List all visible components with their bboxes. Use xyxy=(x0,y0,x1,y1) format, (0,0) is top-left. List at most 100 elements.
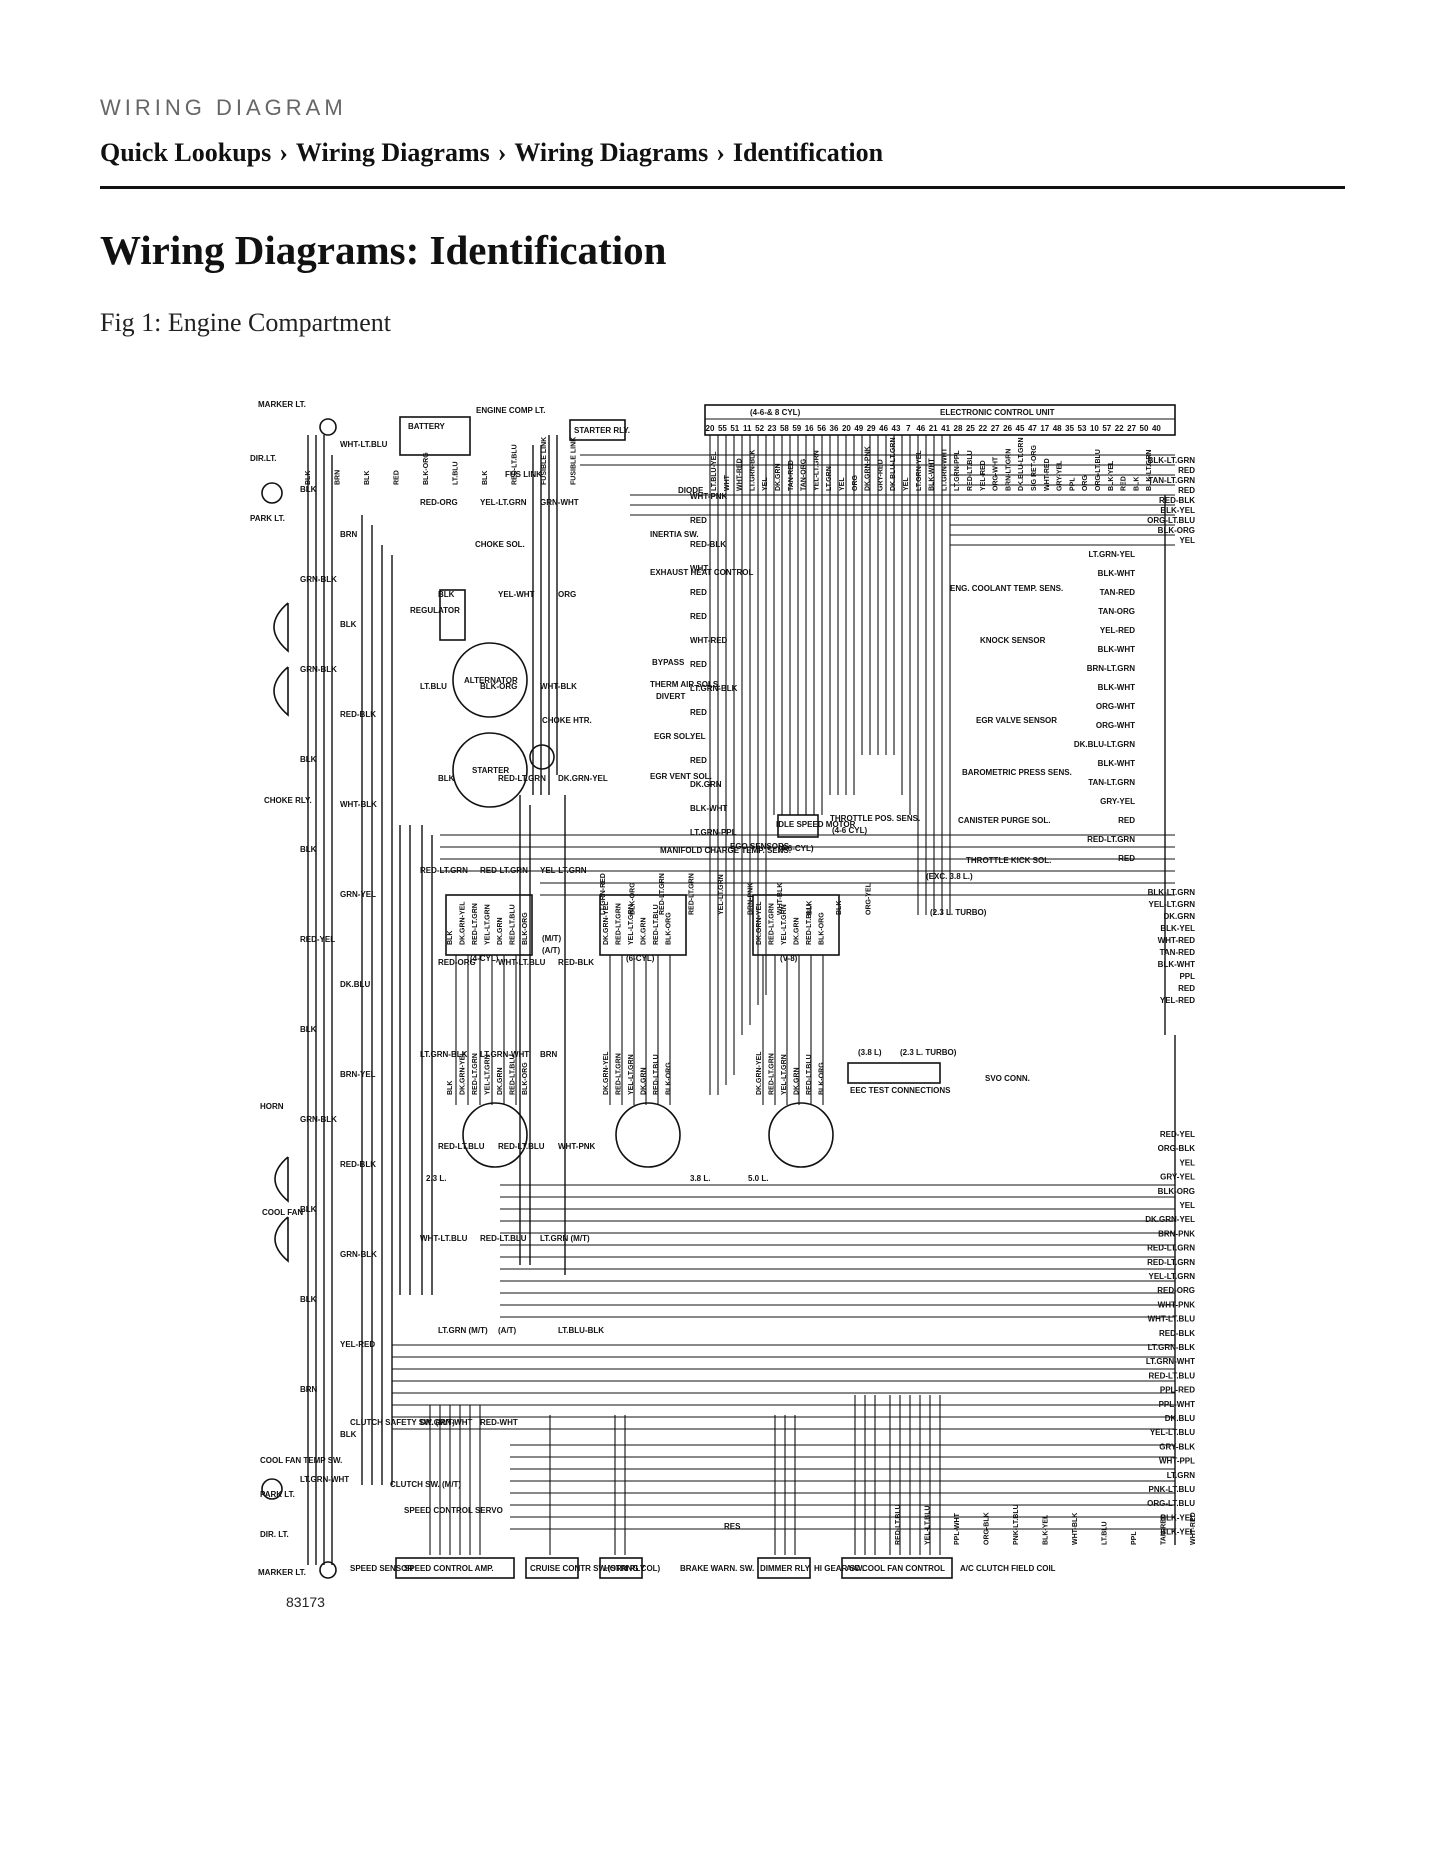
wire-label-sensor: LT.GRN-PPL xyxy=(690,828,737,837)
ecu-pin-number: 43 xyxy=(892,424,901,433)
label-ac-cool: A/C COOL FAN CONTROL xyxy=(846,1564,945,1573)
ecu-pin-number: 28 xyxy=(954,424,963,433)
distributor-wire-label: YEL-LT.GRN xyxy=(628,904,635,945)
wire-label-vertical: PNK-LT.BLU xyxy=(1013,1504,1020,1545)
wire-label-right-bottom: GRY-BLK xyxy=(1159,1442,1195,1451)
label-dist-50: 5.0 L. xyxy=(748,1174,768,1183)
wire-label-right-mid: BLK-WHT xyxy=(1098,645,1135,654)
ecu-pin-number: 55 xyxy=(718,424,727,433)
ecu-wire-label: LT.GRN-BLK xyxy=(749,450,756,491)
label-dist-38: 3.8 L. xyxy=(690,1174,710,1183)
wire-label-center: RED-WHT xyxy=(480,1418,518,1427)
wire-label-center: WHT-LT.BLU xyxy=(498,958,546,967)
cruise-control-box xyxy=(525,1557,579,1579)
label-inertia-sw: INERTIA SW. xyxy=(650,530,699,539)
label-starter-rly: STARTER RLY. xyxy=(574,426,630,435)
label-park-lt-top: PARK LT. xyxy=(250,514,285,523)
ecu-pin-number: 22 xyxy=(1115,424,1124,433)
ecu-pin-number: 53 xyxy=(1078,424,1087,433)
label-knock: KNOCK SENSOR xyxy=(980,636,1046,645)
distributor-wire-label: BLK-ORG xyxy=(666,912,673,945)
distributor-wire-label: BLK-ORG xyxy=(522,1062,529,1095)
wire-label-right-lower: WHT-RED xyxy=(1158,936,1196,945)
wire-label-right-bottom: PPL-WHT xyxy=(1159,1400,1196,1409)
label-dist-23: 2.3 L. xyxy=(426,1174,446,1183)
ecu-wire-label: GRY-YEL xyxy=(1057,460,1064,491)
ecu-wire-label: WHT-RED xyxy=(737,458,744,491)
wire-label-center: BRN xyxy=(540,1050,558,1059)
ecu-wire-label: RED-LT.BLU xyxy=(967,450,974,491)
label-clutch-safety: CLUTCH SAFETY SW. (M/T) xyxy=(350,1418,455,1427)
ecu-pin-number: 21 xyxy=(929,424,938,433)
ecu-pin-number: 35 xyxy=(1065,424,1074,433)
wire-label-right-bottom: BLK-YEL xyxy=(1160,1513,1195,1522)
label-engine-comp-lt: ENGINE COMP LT. xyxy=(476,406,546,415)
breadcrumb-wiring-diagrams[interactable]: Wiring Diagrams xyxy=(295,138,490,167)
label-starter: STARTER xyxy=(472,766,509,775)
wire-label-center: DK.GRN-YEL xyxy=(558,774,608,783)
ecu-wire-label: WHT-RED xyxy=(1044,458,1051,491)
wire-label-left: WHT-LT.BLU xyxy=(340,440,388,449)
label-idle-speed: IDLE SPEED MOTOR xyxy=(776,820,856,829)
figure-caption: Fig 1: Engine Compartment xyxy=(100,308,392,337)
wire-label-right-mid: DK.BLU-LT.GRN xyxy=(1074,740,1135,749)
ecu-wire-label: WHT xyxy=(724,474,731,491)
wire-label-center: RED-BLK xyxy=(558,958,594,967)
wire-label-right-bottom: RED-LT.GRN xyxy=(1147,1244,1195,1253)
breadcrumb-wiring-diagrams-sub[interactable]: Wiring Diagrams xyxy=(514,138,709,167)
distributor-wire-label: YEL-LT.GRN xyxy=(781,1054,788,1095)
wire-label-right-bottom: DK.BLU xyxy=(1165,1414,1195,1423)
label-barometric: BAROMETRIC PRESS SENS. xyxy=(962,768,1072,777)
ecu-wire-label: LT.GRN-WHT xyxy=(941,447,948,491)
ecu-pin-number: 46 xyxy=(916,424,925,433)
wiring-diagram-svg: MARKER LT. BATTERY ENGINE COMP LT. START… xyxy=(250,400,1197,1579)
label-ac-clutch: A/C CLUTCH FIELD COIL xyxy=(960,1564,1056,1573)
label-fus-link: FUS LINK xyxy=(505,470,542,479)
wire-label-vertical: LT.GRN-RED xyxy=(600,873,607,915)
label-mt: (M/T) xyxy=(542,934,561,943)
wire-label-center: RED-ORG xyxy=(420,498,458,507)
wire-label-right-lower: YEL-LT.GRN xyxy=(1148,900,1195,909)
wire-label-vertical: WHT-BLK xyxy=(1072,1513,1079,1545)
ecu-pin-number: 57 xyxy=(1102,424,1111,433)
wire-label-right-lower: PPL xyxy=(1179,972,1195,981)
label-regulator: REGULATOR xyxy=(410,606,460,615)
label-ego: EGO SENSORS xyxy=(730,842,790,851)
alternator-symbol xyxy=(452,642,528,718)
wire-label-center: YEL-WHT xyxy=(498,590,535,599)
wire-label-right-top: BLK-YEL xyxy=(1160,506,1195,515)
wire-label-right-bottom: YEL-LT.GRN xyxy=(1148,1272,1195,1281)
eec-test-connector xyxy=(847,1062,941,1084)
breadcrumb-separator: › xyxy=(497,138,507,167)
breadcrumb-quick-lookups[interactable]: Quick Lookups xyxy=(100,138,272,167)
wire-label-center: LT.BLU-BLK xyxy=(558,1326,604,1335)
wire-label-left: BLK xyxy=(300,1025,317,1034)
breadcrumb-separator: › xyxy=(279,138,288,167)
distributor-wire-label: RED-LT.GRN xyxy=(769,1053,776,1095)
wire-label-vertical: YEL-LT.BLU xyxy=(925,1505,932,1545)
breadcrumb-identification[interactable]: Identification xyxy=(732,138,884,167)
wire-label-right-lower: YEL-RED xyxy=(1160,996,1195,1005)
label-4cyl: (4-CYL) xyxy=(470,954,499,963)
wire-label-vertical: BLK-ORG xyxy=(630,882,637,915)
wire-label-center: LT.GRN-BLK xyxy=(420,1050,468,1059)
wire-label-right-bottom: YEL-LT.BLU xyxy=(1150,1428,1195,1437)
wire-label-center: RED-LT.BLU xyxy=(480,1234,527,1243)
wire-label-vertical: TAN-RED xyxy=(1161,1514,1168,1545)
distributor-wire-label: DK.GRN-YEL xyxy=(756,901,763,945)
ecu-wire-label: LT.GRN-PPL xyxy=(954,450,961,491)
wire-label-left: LT.GRN-WHT xyxy=(300,1475,349,1484)
wire-label-right-mid: BLK-WHT xyxy=(1098,683,1135,692)
distributor-wire-label: YEL-LT.GRN xyxy=(628,1054,635,1095)
ecu-wire-label: TAN-ORG xyxy=(801,458,808,491)
wire-label-right-bottom: BLK-ORG xyxy=(1158,1187,1195,1196)
ecu-pin-number: 50 xyxy=(1140,424,1149,433)
ecu-pin-number: 11 xyxy=(743,424,752,433)
ecu-pin-number: 45 xyxy=(1016,424,1025,433)
distributor-wire-label: DK.GRN xyxy=(794,917,801,945)
wire-label-right-mid: TAN-LT.GRN xyxy=(1088,778,1135,787)
distributor-wire-label: BLK-ORG xyxy=(666,1062,673,1095)
distributor-wire-label: RED-LT.GRN xyxy=(472,903,479,945)
diagram-components xyxy=(261,404,1176,1579)
distributor-2-3 xyxy=(462,1102,528,1168)
